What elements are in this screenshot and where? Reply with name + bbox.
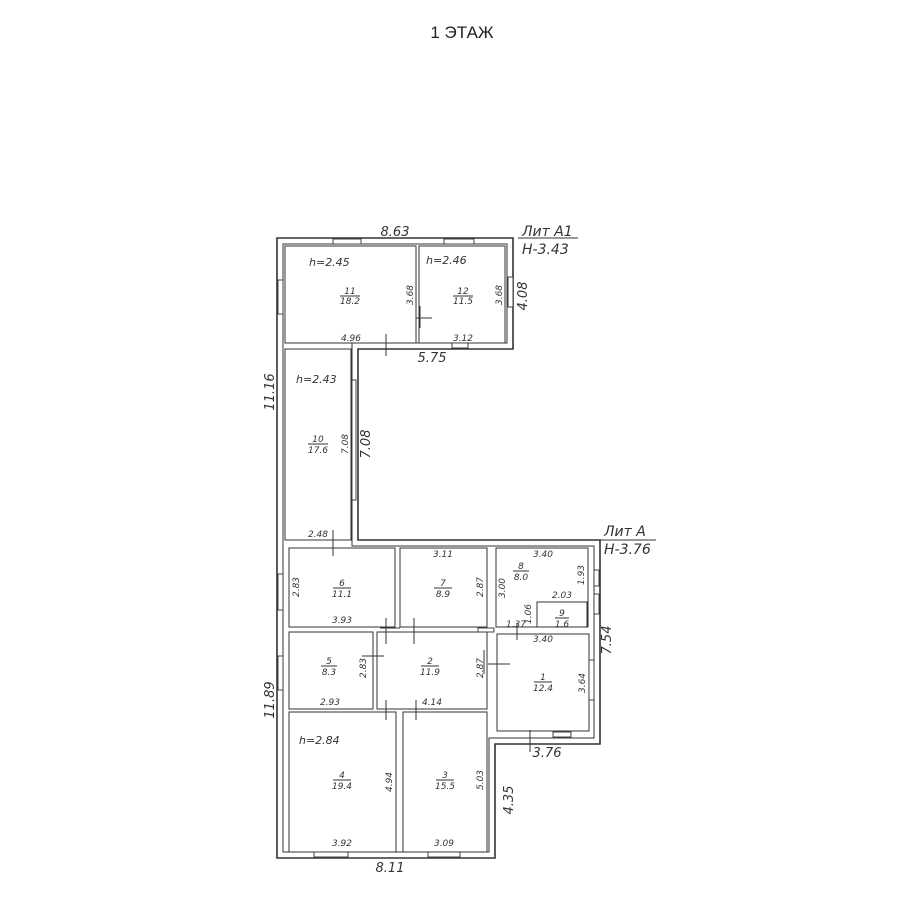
windows — [277, 238, 600, 858]
room-12-height: h=2.46 — [426, 254, 467, 267]
svg-text:11.16: 11.16 — [263, 373, 278, 410]
room-11-height: h=2.45 — [309, 256, 350, 269]
svg-text:11.89: 11.89 — [263, 681, 278, 718]
svg-text:4.14: 4.14 — [422, 698, 442, 708]
svg-text:3.40: 3.40 — [533, 550, 553, 560]
svg-text:2.83: 2.83 — [359, 658, 369, 678]
svg-text:8.63: 8.63 — [381, 225, 410, 240]
svg-text:5: 5 — [326, 657, 332, 667]
svg-text:4.94: 4.94 — [385, 772, 395, 792]
svg-text:8: 8 — [518, 562, 524, 572]
svg-text:3.12: 3.12 — [453, 334, 473, 344]
floor-title: 1 ЭТАЖ — [430, 23, 494, 42]
room-6-label: 611.1 — [332, 579, 352, 600]
room-4-label: 419.4 — [332, 771, 352, 792]
svg-text:12.4: 12.4 — [533, 684, 553, 694]
room-1-label: 112.4 — [533, 673, 553, 694]
svg-text:2.87: 2.87 — [476, 577, 486, 597]
svg-text:19.4: 19.4 — [332, 782, 352, 792]
room-5-label: 58.3 — [321, 657, 337, 678]
room-9-label: 91.6 — [555, 609, 570, 630]
svg-text:5.75: 5.75 — [418, 351, 447, 366]
room-2-label: 211.9 — [420, 657, 440, 678]
room-dimensions: 3.68 4.96 3.68 3.12 7.08 2.48 2.83 3.93 … — [292, 285, 588, 849]
room-8-label: 88.0 — [513, 562, 529, 583]
svg-text:18.2: 18.2 — [340, 297, 360, 307]
svg-text:11.5: 11.5 — [453, 297, 473, 307]
lit-a-label: Лит А Н-3.76 — [600, 524, 656, 558]
svg-text:8.0: 8.0 — [514, 573, 529, 583]
svg-text:2.93: 2.93 — [320, 698, 340, 708]
svg-text:7.08: 7.08 — [359, 430, 374, 459]
svg-text:15.5: 15.5 — [435, 782, 455, 792]
svg-text:2.03: 2.03 — [552, 591, 572, 601]
svg-text:Лит А1: Лит А1 — [521, 224, 573, 240]
svg-text:11.9: 11.9 — [420, 668, 440, 678]
svg-text:2.87: 2.87 — [476, 658, 486, 678]
svg-text:8.3: 8.3 — [322, 668, 337, 678]
svg-text:6: 6 — [339, 579, 345, 589]
svg-text:12: 12 — [457, 287, 469, 297]
svg-text:8.11: 8.11 — [376, 861, 405, 876]
svg-text:1.06: 1.06 — [524, 604, 534, 624]
lit-a1-label: Лит А1 Н-3.43 — [518, 224, 578, 258]
svg-text:3.76: 3.76 — [533, 746, 562, 761]
svg-text:4: 4 — [339, 771, 345, 781]
svg-text:3.09: 3.09 — [434, 839, 454, 849]
room-10-height: h=2.43 — [296, 373, 337, 386]
svg-text:3: 3 — [442, 771, 448, 781]
svg-text:1.6: 1.6 — [555, 620, 570, 630]
svg-text:Лит А: Лит А — [603, 524, 646, 540]
svg-text:3.40: 3.40 — [533, 635, 553, 645]
room-4-height: h=2.84 — [299, 734, 340, 747]
svg-text:11: 11 — [344, 287, 355, 297]
svg-text:8.9: 8.9 — [436, 590, 451, 600]
door-marks — [332, 306, 531, 752]
svg-text:2.83: 2.83 — [292, 577, 302, 597]
svg-text:1: 1 — [540, 673, 546, 683]
svg-text:4.08: 4.08 — [516, 282, 531, 311]
svg-text:Н-3.43: Н-3.43 — [522, 242, 569, 258]
svg-text:7.08: 7.08 — [341, 434, 351, 454]
room-walls — [284, 245, 590, 853]
svg-text:Н-3.76: Н-3.76 — [604, 542, 651, 558]
svg-text:3.64: 3.64 — [578, 673, 588, 693]
svg-text:3.68: 3.68 — [406, 285, 416, 305]
svg-text:3.92: 3.92 — [332, 839, 352, 849]
svg-text:2: 2 — [427, 657, 433, 667]
outer-dimensions: 8.63 4.08 5.75 11.16 7.08 11.89 8.11 4.3… — [263, 225, 615, 876]
room-3-label: 315.5 — [435, 771, 455, 792]
svg-text:3.00: 3.00 — [498, 578, 508, 598]
svg-text:4.35: 4.35 — [502, 786, 517, 815]
svg-text:5.03: 5.03 — [476, 770, 486, 790]
svg-text:10: 10 — [312, 435, 324, 445]
svg-text:3.93: 3.93 — [332, 616, 352, 626]
svg-text:7: 7 — [440, 579, 446, 589]
svg-text:9: 9 — [559, 609, 565, 619]
svg-text:3.11: 3.11 — [433, 550, 453, 560]
svg-text:7.54: 7.54 — [600, 626, 615, 655]
svg-text:17.6: 17.6 — [308, 446, 328, 456]
svg-text:2.48: 2.48 — [308, 530, 328, 540]
svg-text:3.68: 3.68 — [495, 285, 505, 305]
svg-text:1.37: 1.37 — [506, 620, 526, 630]
svg-text:1.93: 1.93 — [577, 565, 587, 585]
svg-text:11.1: 11.1 — [332, 590, 352, 600]
svg-text:4.96: 4.96 — [341, 334, 361, 344]
room-7-label: 78.9 — [434, 579, 452, 600]
